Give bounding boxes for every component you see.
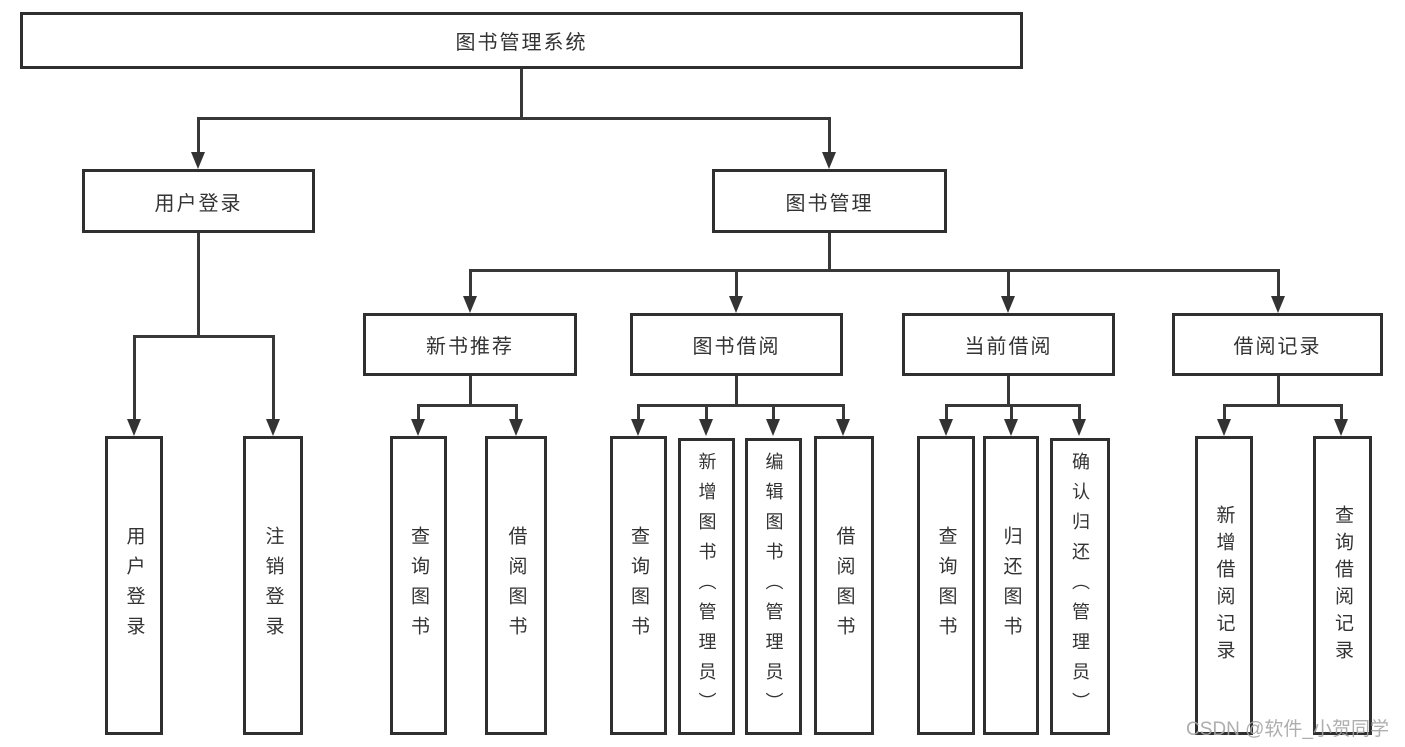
arrow-down-icon (699, 419, 713, 436)
arrow-down-icon (191, 152, 205, 169)
arrow-down-icon (266, 419, 280, 436)
leaf-current-query-book-label: 查询图书 (935, 525, 957, 646)
leaf-add-book-admin: 新增图书（管理员） (678, 438, 735, 735)
arrow-down-icon (766, 419, 780, 436)
node-book-borrow: 图书借阅 (630, 313, 843, 376)
connector-line (469, 269, 1280, 272)
node-root: 图书管理系统 (20, 12, 1023, 69)
connector-line (133, 335, 136, 420)
arrow-down-icon (411, 419, 425, 436)
connector-line (1007, 269, 1010, 297)
connector-line (197, 233, 200, 337)
connector-line (1277, 269, 1280, 297)
leaf-query-borrow-record-label: 查询借阅记录 (1332, 504, 1353, 667)
connector-line (133, 335, 275, 338)
connector-line (520, 68, 523, 119)
node-borrow-records: 借阅记录 (1172, 313, 1383, 376)
arrow-down-icon (939, 419, 953, 436)
node-root-label: 图书管理系统 (455, 32, 588, 54)
node-book-management: 图书管理 (712, 169, 947, 233)
node-user-login-label: 用户登录 (154, 192, 243, 215)
leaf-logout-label: 注销登录 (262, 525, 284, 646)
connector-line (705, 404, 708, 420)
connector-line (828, 233, 831, 271)
node-borrow-records-label: 借阅记录 (1233, 336, 1322, 358)
connector-line (417, 404, 420, 420)
arrow-down-icon (729, 296, 743, 313)
leaf-user-login-label: 用户登录 (123, 525, 145, 646)
connector-line (735, 269, 738, 297)
connector-line (842, 404, 845, 420)
leaf-borrow-book: 借阅图书 (814, 436, 874, 735)
leaf-borrow-query-book: 查询图书 (610, 436, 667, 735)
connector-line (1277, 376, 1280, 407)
connector-line (945, 404, 948, 420)
connector-line (1223, 404, 1343, 407)
leaf-return-book: 归还图书 (983, 436, 1039, 735)
connector-line (945, 404, 1081, 407)
leaf-newrec-borrow-book: 借阅图书 (485, 436, 547, 735)
node-new-book-recommend-label: 新书推荐 (426, 336, 514, 358)
watermark: CSDN @软件_小贺同学 (1186, 719, 1389, 740)
leaf-user-login: 用户登录 (105, 436, 163, 735)
connector-line (1340, 404, 1343, 420)
leaf-query-borrow-record: 查询借阅记录 (1313, 436, 1372, 735)
arrow-down-icon (1217, 419, 1231, 436)
node-user-login: 用户登录 (82, 169, 315, 233)
connector-line (637, 404, 845, 407)
connector-line (1007, 376, 1010, 407)
arrow-down-icon (1001, 296, 1015, 313)
connector-line (469, 269, 472, 297)
connector-line (1078, 404, 1081, 420)
leaf-newrec-query-book: 查询图书 (390, 436, 447, 735)
connector-line (197, 117, 200, 153)
arrow-down-icon (631, 419, 645, 436)
connector-line (272, 335, 275, 420)
node-book-management-label: 图书管理 (785, 192, 874, 215)
arrow-down-icon (1072, 419, 1086, 436)
arrow-down-icon (1004, 419, 1018, 436)
leaf-newrec-query-book-label: 查询图书 (408, 525, 429, 646)
leaf-add-borrow-record: 新增借阅记录 (1195, 436, 1253, 735)
connector-line (417, 404, 518, 407)
arrow-down-icon (822, 152, 836, 169)
connector-line (197, 117, 831, 120)
leaf-logout: 注销登录 (243, 436, 303, 735)
leaf-edit-book-admin-label: 编辑图书（管理员） (763, 451, 784, 722)
leaf-newrec-borrow-book-label: 借阅图书 (505, 525, 527, 646)
connector-line (1223, 404, 1226, 420)
leaf-borrow-book-label: 借阅图书 (833, 525, 855, 646)
node-new-book-recommend: 新书推荐 (363, 313, 577, 376)
arrow-down-icon (463, 296, 477, 313)
arrow-down-icon (1271, 296, 1285, 313)
leaf-confirm-return-admin: 确认归还（管理员） (1050, 438, 1110, 735)
arrow-down-icon (509, 419, 523, 436)
leaf-confirm-return-admin-label: 确认归还（管理员） (1070, 451, 1090, 722)
leaf-edit-book-admin: 编辑图书（管理员） (745, 438, 802, 735)
node-current-borrow-label: 当前借阅 (964, 336, 1053, 358)
connector-line (637, 404, 640, 420)
connector-line (735, 376, 738, 407)
arrow-down-icon (836, 419, 850, 436)
arrow-down-icon (1334, 419, 1348, 436)
connector-line (469, 376, 472, 407)
leaf-add-book-admin-label: 新增图书（管理员） (696, 451, 717, 722)
leaf-borrow-query-book-label: 查询图书 (628, 525, 649, 646)
node-book-borrow-label: 图书借阅 (692, 336, 781, 358)
connector-line (828, 117, 831, 153)
connector-line (1010, 404, 1013, 420)
arrow-down-icon (127, 419, 141, 436)
leaf-current-query-book: 查询图书 (917, 436, 975, 735)
connector-line (772, 404, 775, 420)
leaf-return-book-label: 归还图书 (1000, 525, 1022, 646)
connector-line (515, 404, 518, 420)
leaf-add-borrow-record-label: 新增借阅记录 (1213, 504, 1235, 667)
node-current-borrow: 当前借阅 (902, 313, 1115, 376)
